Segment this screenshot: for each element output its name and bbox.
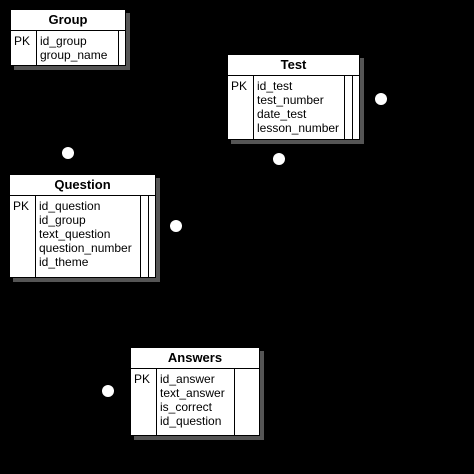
answers-entity-body: PK id_answer text_answer is_correct id_q… <box>131 369 259 435</box>
group-entity[interactable]: Group PK id_group group_name <box>10 9 126 66</box>
answers-pk-label: PK <box>131 369 157 435</box>
connector-dot-question-right <box>170 220 182 232</box>
test-field-date-test: date_test <box>257 107 307 121</box>
answers-entity[interactable]: Answers PK id_answer text_answer is_corr… <box>130 347 260 436</box>
group-field-id-group: id_group <box>40 34 87 48</box>
test-side-col <box>345 76 353 139</box>
question-field-question-number: question_number <box>39 241 132 255</box>
answers-field-id-question: id_question <box>160 414 222 428</box>
group-entity-body: PK id_group group_name <box>11 31 125 65</box>
connector-dot-group-question <box>62 147 74 159</box>
answers-field-id-answer: id_answer <box>160 372 215 386</box>
connector-dot-test-right <box>375 93 387 105</box>
question-entity-body: PK id_question id_group text_question qu… <box>10 196 155 277</box>
question-side-col-2 <box>149 196 155 277</box>
group-fields: id_group group_name <box>37 31 119 65</box>
question-entity-title: Question <box>10 175 155 196</box>
group-side-col <box>119 31 125 65</box>
group-pk-label: PK <box>11 31 37 65</box>
test-entity-body: PK id_test test_number date_test lesson_… <box>228 76 359 139</box>
answers-entity-title: Answers <box>131 348 259 369</box>
question-field-id-question: id_question <box>39 199 101 213</box>
test-side-col-2 <box>353 76 359 139</box>
group-field-group-name: group_name <box>40 48 108 62</box>
question-field-id-group: id_group <box>39 213 86 227</box>
answers-field-is-correct: is_correct <box>160 400 213 414</box>
test-field-id-test: id_test <box>257 79 293 93</box>
test-field-test-number: test_number <box>257 93 324 107</box>
test-entity[interactable]: Test PK id_test test_number date_test le… <box>227 54 360 140</box>
question-field-text-question: text_question <box>39 227 111 241</box>
test-fields: id_test test_number date_test lesson_num… <box>254 76 345 139</box>
test-entity-title: Test <box>228 55 359 76</box>
question-entity[interactable]: Question PK id_question id_group text_qu… <box>9 174 156 278</box>
connector-dot-answers-left <box>102 385 114 397</box>
answers-field-text-answer: text_answer <box>160 386 225 400</box>
group-entity-title: Group <box>11 10 125 31</box>
question-field-id-theme: id_theme <box>39 255 89 269</box>
answers-side-col <box>235 369 259 435</box>
connector-dot-test-bottom <box>273 153 285 165</box>
question-side-col <box>141 196 149 277</box>
answers-fields: id_answer text_answer is_correct id_ques… <box>157 369 235 435</box>
test-field-lesson-number: lesson_number <box>257 121 340 135</box>
question-fields: id_question id_group text_question quest… <box>36 196 141 277</box>
test-pk-label: PK <box>228 76 254 139</box>
question-pk-label: PK <box>10 196 36 277</box>
